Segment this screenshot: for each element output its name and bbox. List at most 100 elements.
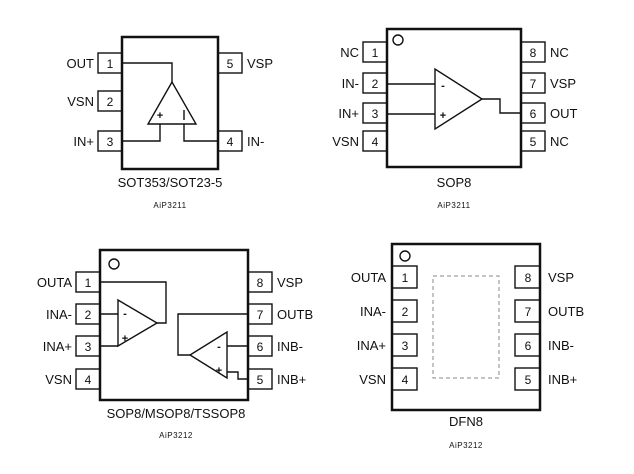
pin-number: 2 xyxy=(85,308,92,322)
pin-box xyxy=(247,271,273,293)
pin-number: 7 xyxy=(525,305,532,319)
pin-label: IN- xyxy=(342,76,359,91)
pin-label: INB+ xyxy=(548,372,577,387)
opamp-a-symbol xyxy=(117,298,159,348)
opamp-b-symbol xyxy=(188,330,228,380)
package-sot353 xyxy=(97,35,243,171)
pin-label: INA- xyxy=(360,304,386,319)
chip-body xyxy=(98,248,250,402)
pin-label: OUTB xyxy=(277,307,313,322)
pin-label: OUTB xyxy=(548,304,584,319)
plus-sign: + xyxy=(216,365,222,377)
pin-box xyxy=(362,102,388,124)
pin-number: 1 xyxy=(402,271,409,285)
wire xyxy=(227,371,248,380)
pin-number: 2 xyxy=(372,77,379,91)
chip-body xyxy=(385,27,523,169)
pin-label: NC xyxy=(340,45,359,60)
opamp-symbol xyxy=(146,80,198,125)
pin-pad xyxy=(514,265,541,289)
pin-pad xyxy=(391,333,418,357)
part-number: AiP3212 xyxy=(159,431,193,440)
wire xyxy=(482,98,521,114)
wire xyxy=(100,281,167,324)
minus-sign: - xyxy=(441,80,445,92)
pin-number: 5 xyxy=(227,57,234,71)
part-number: AiP3211 xyxy=(153,201,186,210)
pin-number: 3 xyxy=(107,135,114,149)
pin-label: INA- xyxy=(46,307,72,322)
pin-number: 7 xyxy=(530,77,537,91)
pin-label: INB- xyxy=(277,339,303,354)
package-caption: SOP8/MSOP8/TSSOP8 xyxy=(107,406,246,421)
wire xyxy=(177,313,248,356)
pin-number: 8 xyxy=(257,276,264,290)
pin-pad xyxy=(514,367,541,391)
pin-label: VSN xyxy=(359,372,386,387)
chip-body xyxy=(120,35,220,171)
pin-label: OUT xyxy=(67,56,95,71)
pin-box xyxy=(75,368,101,390)
minus-sign: - xyxy=(217,341,221,353)
pin-number: 3 xyxy=(85,340,92,354)
pin-label: VSN xyxy=(67,94,94,109)
wire xyxy=(122,124,161,142)
pin-number: 4 xyxy=(402,373,409,387)
pin-box xyxy=(520,72,546,94)
pin-number: 5 xyxy=(257,373,264,387)
pin-box xyxy=(362,41,388,63)
pin-box xyxy=(520,41,546,63)
pin-box xyxy=(217,52,243,74)
pin-number: 1 xyxy=(85,276,92,290)
pin-label: OUTA xyxy=(37,275,72,290)
pin-label: VSN xyxy=(45,372,72,387)
part-number: AiP3212 xyxy=(449,441,483,450)
exposed-pad-outline xyxy=(432,275,500,379)
pin-number: 3 xyxy=(402,339,409,353)
pin-number: 6 xyxy=(257,340,264,354)
pin-box xyxy=(520,130,546,152)
pin-number: 4 xyxy=(85,373,92,387)
package-caption: SOP8 xyxy=(437,175,472,190)
package-sop8 xyxy=(362,27,546,169)
pin-label: INA+ xyxy=(43,339,72,354)
pin1-indicator xyxy=(392,34,404,46)
package-sop8-dual xyxy=(75,248,273,402)
pin-pad xyxy=(391,367,418,391)
pin-number: 2 xyxy=(107,95,114,109)
pin-pad xyxy=(514,333,541,357)
pin-label: VSP xyxy=(247,56,273,71)
plus-sign: + xyxy=(122,333,128,345)
pin-label: OUT xyxy=(550,106,578,121)
pin-number: 5 xyxy=(525,373,532,387)
pin-label: IN- xyxy=(247,134,264,149)
plus-sign: + xyxy=(157,110,163,122)
pin-label: VSP xyxy=(548,270,574,285)
pin-number: 8 xyxy=(525,271,532,285)
pin-number: 1 xyxy=(107,57,114,71)
pin-pad xyxy=(514,299,541,323)
pin-box xyxy=(362,72,388,94)
pin-number: 4 xyxy=(372,135,379,149)
pin-label: IN+ xyxy=(73,134,94,149)
pin-label: OUTA xyxy=(351,270,386,285)
pin-number: 5 xyxy=(530,135,537,149)
pin-number: 6 xyxy=(530,107,537,121)
pin-label: NC xyxy=(550,134,569,149)
pin-label: INB- xyxy=(548,338,574,353)
package-dfn8 xyxy=(390,242,542,412)
pin-label: VSN xyxy=(332,134,359,149)
chip-body xyxy=(390,242,542,412)
pin-number: 8 xyxy=(530,46,537,60)
part-number: AiP3211 xyxy=(437,201,470,210)
wire xyxy=(183,124,218,142)
pin-pad xyxy=(391,299,418,323)
pin-label: INA+ xyxy=(357,338,386,353)
pin-box xyxy=(97,90,123,112)
pin-box xyxy=(362,130,388,152)
pin-pad xyxy=(391,265,418,289)
minus-sign: - xyxy=(123,308,127,320)
pin-label: NC xyxy=(550,45,569,60)
pin-label: IN+ xyxy=(338,106,359,121)
